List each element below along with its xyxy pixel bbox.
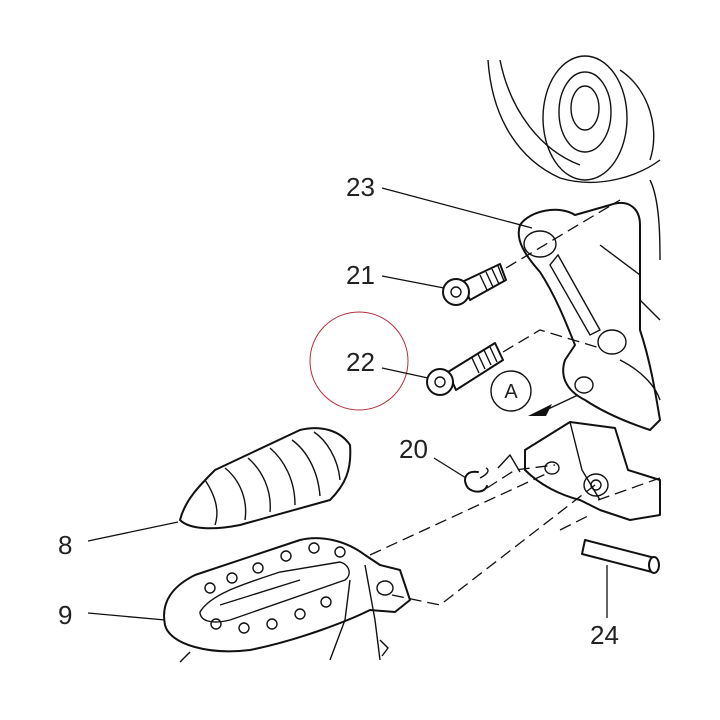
detail-a-label: A — [504, 381, 518, 403]
bolt-21 — [442, 263, 507, 306]
assembly-axis-lines — [369, 199, 661, 606]
footpeg-rubber-8 — [179, 427, 352, 530]
callout-22: 22 — [346, 347, 375, 377]
callout-numbers: 23 21 22 20 8 9 24 — [58, 172, 619, 650]
detail-a-marker: A — [490, 370, 579, 416]
pin-24 — [581, 539, 660, 574]
footpeg-9 — [163, 537, 411, 663]
callout-23: 23 — [346, 172, 375, 202]
circlip-20 — [464, 467, 489, 493]
callout-21: 21 — [346, 260, 375, 290]
highlight-circle — [309, 311, 409, 411]
frame-casing — [487, 55, 661, 261]
leader-lines — [87, 187, 608, 621]
callout-8: 8 — [58, 530, 72, 560]
callout-9: 9 — [58, 600, 72, 630]
callout-20: 20 — [399, 434, 428, 464]
callout-24: 24 — [590, 620, 619, 650]
footpeg-bracket — [517, 202, 661, 431]
bolt-22 — [426, 342, 504, 396]
footpeg-mount — [524, 421, 661, 521]
